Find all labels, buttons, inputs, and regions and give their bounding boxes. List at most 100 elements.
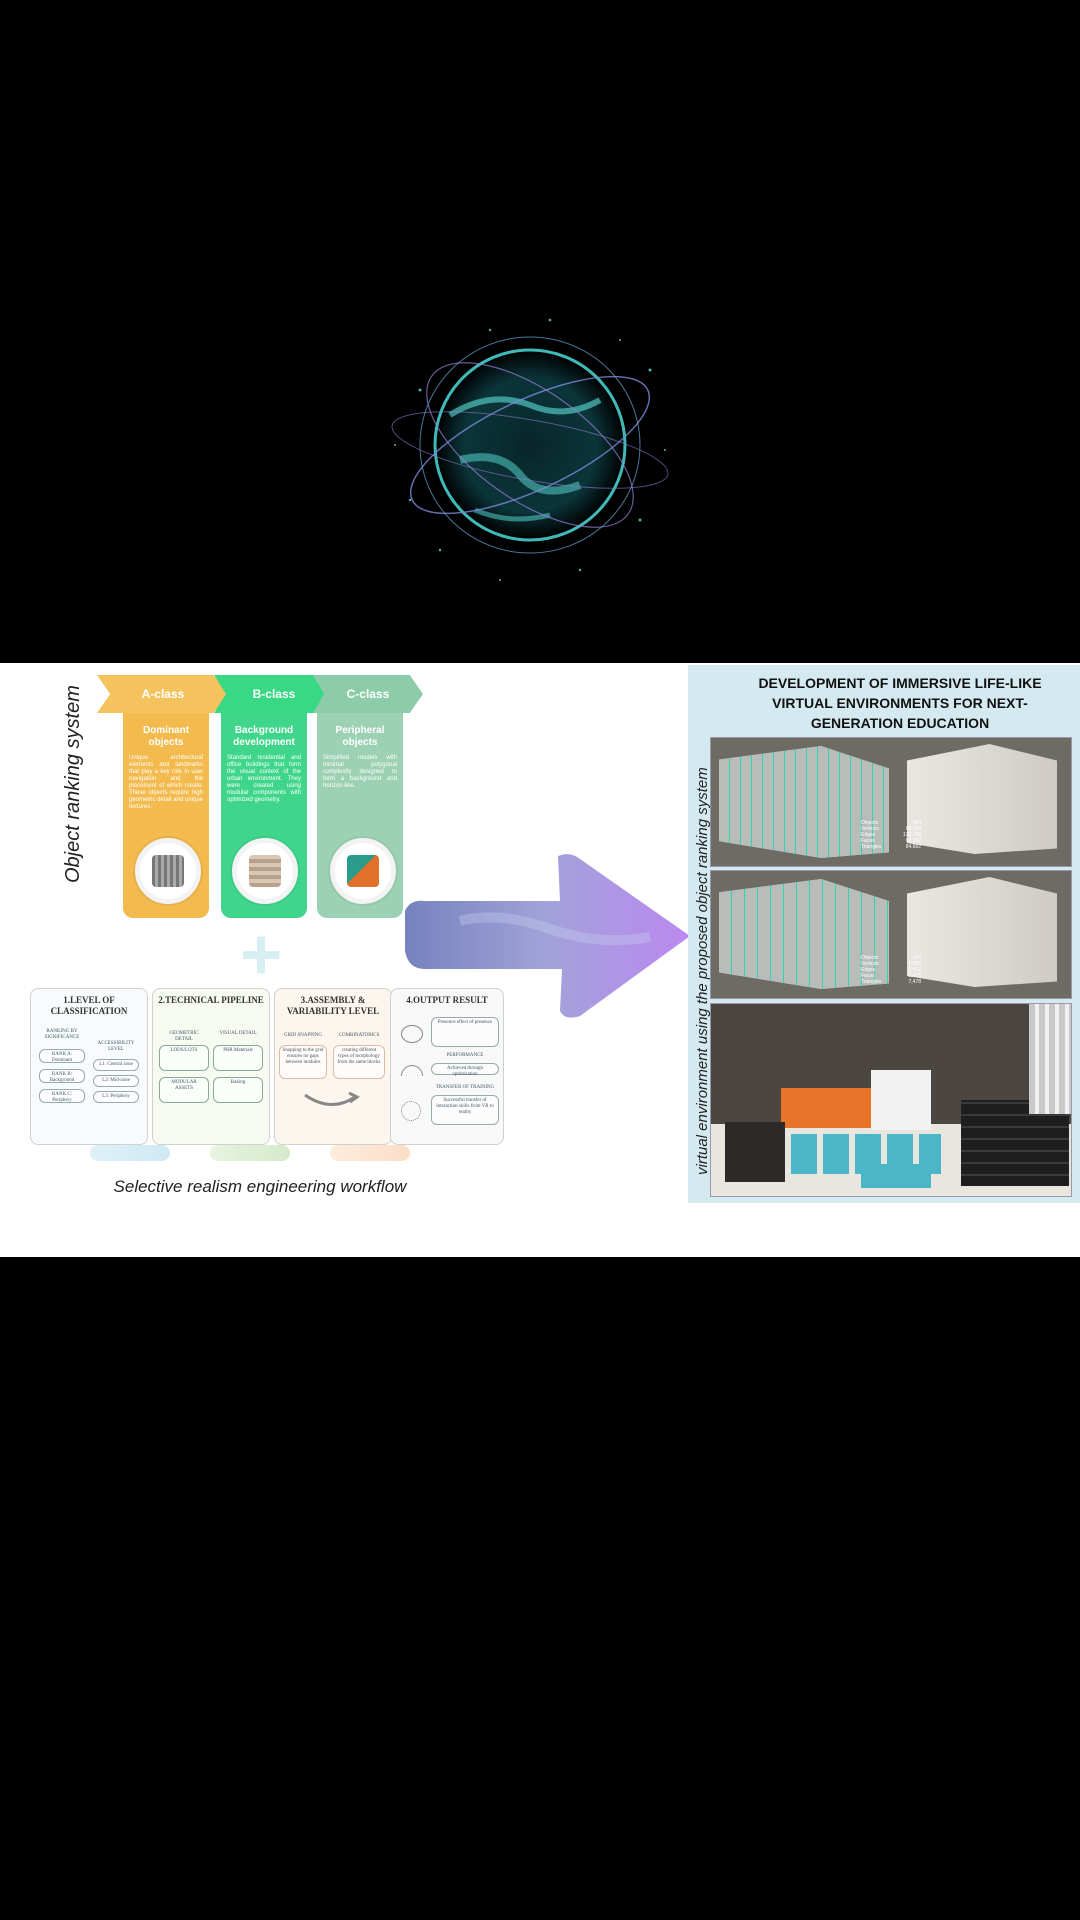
gauge-icon bbox=[401, 1065, 423, 1076]
stat-label: Objects bbox=[861, 820, 878, 826]
dark-building-right bbox=[961, 1100, 1069, 1186]
big-arrow-icon bbox=[405, 854, 690, 1018]
orange-building bbox=[781, 1088, 871, 1128]
workflow-item: RANK A: Dominant bbox=[39, 1049, 85, 1063]
plus-icon: + bbox=[240, 915, 283, 995]
stat-row: Vertices 5,658 bbox=[861, 961, 921, 967]
workflow-item: RANKING BY SIGNIFICANCE bbox=[44, 1029, 80, 1040]
tower-building bbox=[1029, 1004, 1071, 1114]
stat-value: 194 bbox=[912, 955, 921, 961]
stat-value: 7,478 bbox=[908, 979, 921, 985]
workflow-label: Selective realism engineering workflow bbox=[113, 1177, 407, 1196]
stat-row: Faces 5,478 bbox=[861, 973, 921, 979]
stat-value: 5,658 bbox=[908, 961, 921, 967]
panel-title: DEVELOPMENT OF IMMERSIVE LIFE-LIKE VIRTU… bbox=[758, 675, 1042, 731]
stat-label: Triangles bbox=[861, 844, 882, 850]
class-head-label: A-class bbox=[141, 687, 185, 701]
network-icon bbox=[401, 1101, 421, 1121]
stat-row: Faces 63,392 bbox=[861, 838, 921, 844]
workflow-item: Achieved through optimization bbox=[431, 1063, 499, 1077]
stat-row: Triangles 7,478 bbox=[861, 979, 921, 985]
flow-arrow-icon bbox=[90, 1145, 170, 1161]
stat-row: Vertices 95,124 bbox=[861, 826, 921, 832]
class-head-b: B-class bbox=[214, 675, 334, 713]
blue-blocks bbox=[861, 1164, 931, 1188]
stat-row: Edges 126,738 bbox=[861, 832, 921, 838]
stats-box-1: Objects 264 Vertices 95,124 Edges 126,73… bbox=[861, 820, 921, 850]
building-clay-image bbox=[907, 744, 1057, 854]
workflow-step-classification: 1.LEVEL OF CLASSIFICATION RANKING BY SIG… bbox=[30, 988, 148, 1145]
workflow-step-output: 4.OUTPUT RESULT Presence effect of prese… bbox=[390, 988, 504, 1145]
class-head-c: C-class bbox=[313, 675, 423, 713]
dominant-object-thumbnail bbox=[135, 838, 201, 904]
workflow-step-title: 4.OUTPUT RESULT bbox=[406, 995, 488, 1005]
stat-label: Vertices bbox=[861, 826, 879, 832]
class-title-line: Background bbox=[234, 725, 294, 736]
workflow-item: RANK B: Background bbox=[39, 1069, 85, 1083]
class-description: Standard residential and office building… bbox=[227, 755, 301, 803]
workflow-item: PBR Materials bbox=[213, 1045, 263, 1071]
workflow-item: L2: Mid-zone bbox=[93, 1075, 139, 1087]
stat-label: Vertices bbox=[861, 961, 879, 967]
workflow-step-assembly: 3.ASSEMBLY & VARIABILITY LEVEL GRID SNAP… bbox=[274, 988, 392, 1145]
workflow-item: TRANSFER OF TRAINING bbox=[435, 1085, 495, 1090]
workflow-item: VISUAL DETAIL bbox=[219, 1031, 257, 1036]
stat-row: Triangles 84,682 bbox=[861, 844, 921, 850]
peripheral-object-thumbnail bbox=[330, 838, 396, 904]
workflow-step-title: 2.TECHNICAL PIPELINE bbox=[158, 995, 264, 1005]
white-building bbox=[871, 1070, 931, 1130]
class-title-line: objects bbox=[342, 737, 378, 748]
stat-value: 126,738 bbox=[902, 832, 921, 838]
background-object-thumbnail bbox=[232, 838, 298, 904]
building-clay-image bbox=[907, 877, 1057, 987]
workflow-item: Presence effect of presence bbox=[431, 1017, 499, 1047]
globe-icon bbox=[391, 318, 669, 581]
stat-value: 84,682 bbox=[905, 844, 921, 850]
flow-arrow-icon bbox=[330, 1145, 410, 1161]
stat-row: Edges 9,412 bbox=[861, 967, 921, 973]
class-title-line: objects bbox=[148, 737, 184, 748]
stat-value: 5,478 bbox=[908, 973, 921, 979]
city-scene-render bbox=[710, 1003, 1072, 1197]
virtual-environment-label: virtual environment using the proposed o… bbox=[694, 767, 711, 1175]
stat-value: 264 bbox=[912, 820, 921, 826]
workflow-item: LODS/LOTS bbox=[159, 1045, 209, 1071]
class-head-label: B-class bbox=[252, 687, 296, 701]
class-title-line: Peripheral bbox=[335, 725, 385, 736]
stat-value: 9,412 bbox=[908, 967, 921, 973]
ranking-label: Object ranking system bbox=[62, 685, 84, 883]
stat-value: 95,124 bbox=[905, 826, 921, 832]
class-title-line: development bbox=[233, 737, 295, 748]
curved-arrow-icon bbox=[304, 1091, 360, 1106]
workflow-item: GEOMETRIC DETAIL bbox=[169, 1031, 199, 1042]
brain-icon bbox=[401, 1025, 423, 1043]
workflow-item: COMBINATORICS bbox=[338, 1033, 380, 1038]
workflow-item: ACCESSIBILITY LEVEL bbox=[97, 1041, 135, 1052]
building-wireframe-image bbox=[719, 879, 889, 989]
stat-row: Objects 264 bbox=[861, 820, 921, 826]
globe-graphic bbox=[380, 310, 680, 590]
class-description: Simplified models with minimal polygonal… bbox=[323, 755, 397, 789]
class-head-a: A-class bbox=[97, 675, 229, 713]
virtual-environment-panel: virtual environment using the proposed o… bbox=[688, 665, 1080, 1203]
workflow-step-pipeline: 2.TECHNICAL PIPELINE GEOMETRIC DETAIL LO… bbox=[152, 988, 270, 1145]
stat-label: Edges bbox=[861, 967, 876, 973]
stat-label: Faces bbox=[861, 838, 875, 844]
workflow-step-title: 3.ASSEMBLY & VARIABILITY LEVEL bbox=[286, 995, 380, 1016]
workflow-item: GRID SNAPPING bbox=[284, 1033, 322, 1038]
stat-value: 63,392 bbox=[905, 838, 921, 844]
workflow-item: L1: Central zone bbox=[93, 1059, 139, 1071]
workflow-item: RANK C: Periphery bbox=[39, 1089, 85, 1103]
dark-building-left bbox=[725, 1122, 785, 1182]
stats-box-2: Objects 194 Vertices 5,658 Edges 9,412 F… bbox=[861, 955, 921, 985]
workflow-item: Successful transfer of interaction skill… bbox=[431, 1095, 499, 1125]
class-description: Unique architectural elements and landma… bbox=[129, 755, 203, 810]
workflow-item: Baking bbox=[213, 1077, 263, 1103]
class-title-line: Dominant bbox=[142, 725, 190, 736]
stat-label: Triangles bbox=[861, 979, 882, 985]
building-render-optimized: Objects 194 Vertices 5,658 Edges 9,412 F… bbox=[710, 870, 1072, 999]
workflow-item: PERFORMANCE bbox=[446, 1053, 484, 1058]
